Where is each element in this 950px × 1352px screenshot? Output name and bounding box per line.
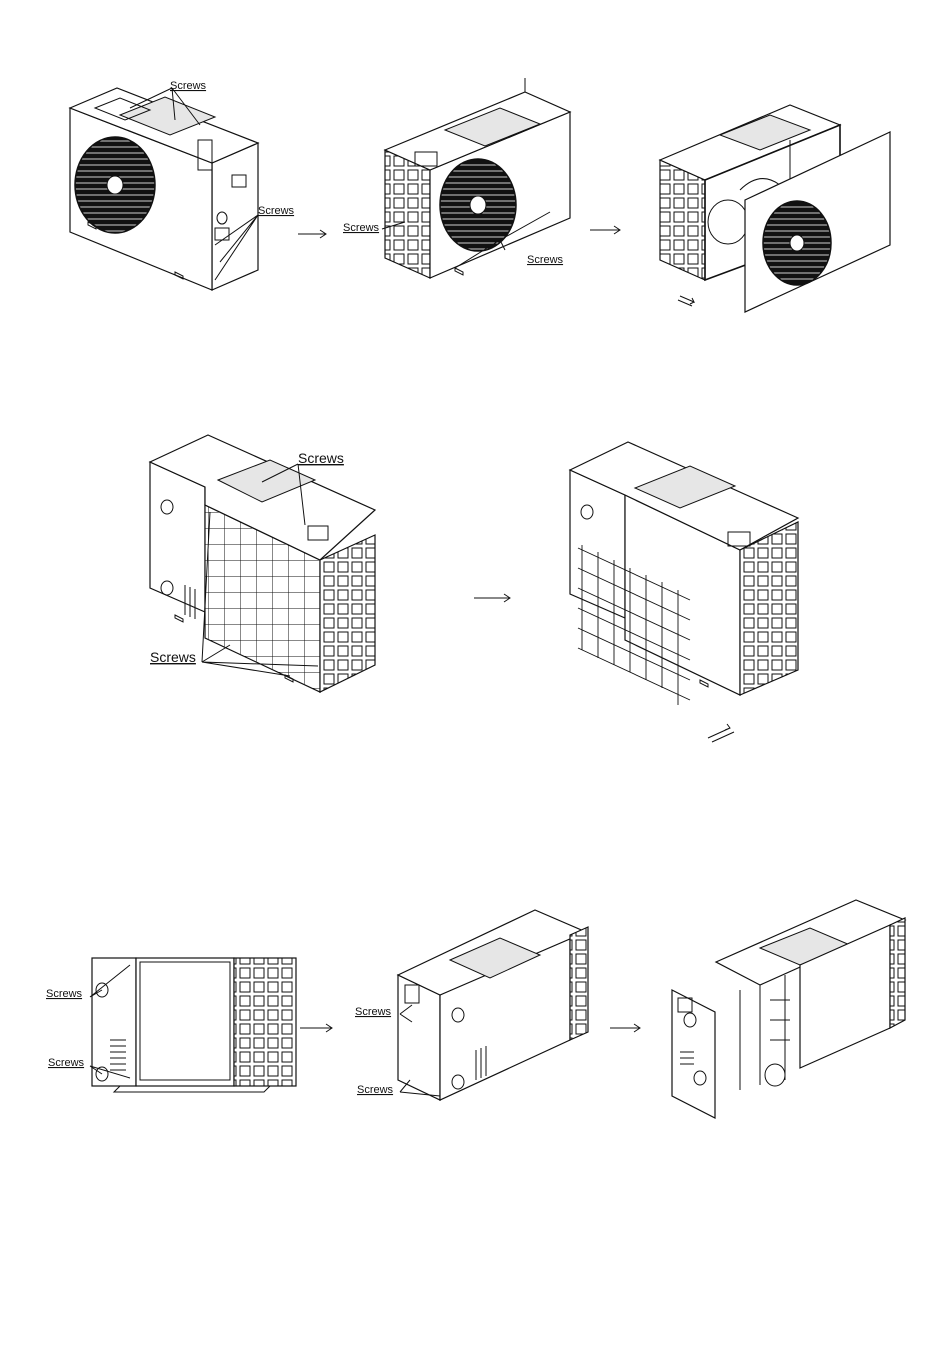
- step5-unit: [570, 442, 798, 742]
- step6-unit: [90, 958, 296, 1092]
- screws-label-2b: Screws: [527, 254, 564, 266]
- screws-label-4b: Screws: [150, 649, 196, 665]
- arrow-icon: [300, 1024, 332, 1032]
- step1-unit: [70, 88, 258, 290]
- screws-label-6a: Screws: [46, 988, 83, 1000]
- screws-label-4a: Screws: [298, 450, 344, 466]
- step2-unit: [382, 78, 570, 278]
- fan-grille-icon: [763, 201, 831, 285]
- screws-label-7a: Screws: [355, 1006, 392, 1018]
- arrow-icon: [590, 226, 620, 234]
- step8-unit: [672, 900, 905, 1118]
- arrow-icon: [610, 1024, 640, 1032]
- step7-unit: [398, 910, 588, 1100]
- arrow-icon: [298, 230, 326, 238]
- step3-unit: [660, 105, 890, 312]
- screws-label-1a: Screws: [170, 80, 207, 92]
- arrow-icon: [474, 594, 510, 602]
- screws-label-1b: Screws: [258, 205, 295, 217]
- screws-label-6b: Screws: [48, 1057, 85, 1069]
- screws-label-7b: Screws: [357, 1084, 394, 1096]
- screws-label-2a: Screws: [343, 222, 380, 234]
- fan-grille-icon: [75, 137, 155, 233]
